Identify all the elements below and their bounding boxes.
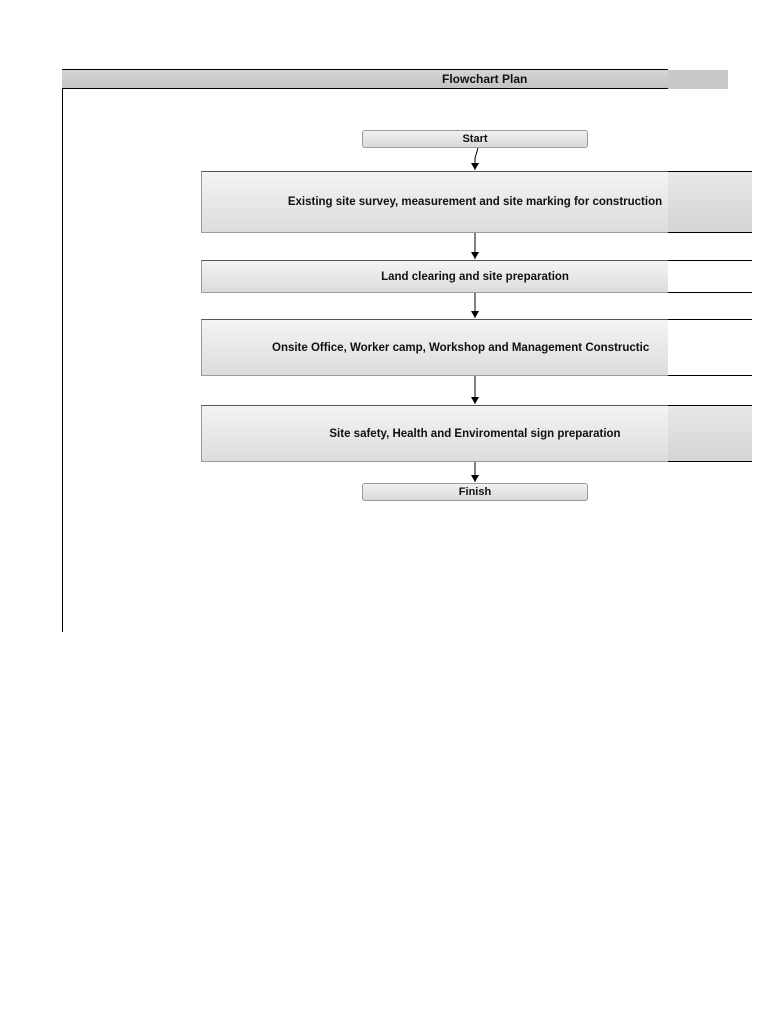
arrow-step-1-to-step-2 xyxy=(471,233,479,259)
flowchart-title-bar: Flowchart Plan xyxy=(62,69,668,89)
step-node-3-extension xyxy=(668,319,752,376)
step-node-2: Land clearing and site preparation xyxy=(201,260,668,293)
title-bar-extension xyxy=(668,70,728,89)
step-node-4-label: Site safety, Health and Enviromental sig… xyxy=(329,427,621,440)
step-node-1-label: Existing site survey, measurement and si… xyxy=(287,196,663,208)
step-node-4-extension xyxy=(668,405,752,462)
step-node-1-extension xyxy=(668,171,752,233)
step-node-3: Onsite Office, Worker camp, Workshop and… xyxy=(201,319,668,376)
step-node-3-label: Onsite Office, Worker camp, Workshop and… xyxy=(272,341,650,354)
arrow-step-4-to-finish xyxy=(471,462,479,482)
step-node-2-label: Land clearing and site preparation xyxy=(381,270,569,283)
step-node-4: Site safety, Health and Enviromental sig… xyxy=(201,405,668,462)
arrow-step-2-to-step-3 xyxy=(471,293,479,318)
start-node-label: Start xyxy=(462,133,488,145)
arrow-start-to-step-1 xyxy=(471,147,479,170)
frame-left-border xyxy=(62,69,63,632)
arrow-step-3-to-step-4 xyxy=(471,376,479,404)
start-node: Start xyxy=(362,130,588,148)
step-node-2-extension xyxy=(668,260,752,293)
step-node-1: Existing site survey, measurement and si… xyxy=(201,171,668,233)
finish-node-label: Finish xyxy=(458,486,492,498)
flowchart-title: Flowchart Plan xyxy=(442,72,528,86)
finish-node: Finish xyxy=(362,483,588,501)
